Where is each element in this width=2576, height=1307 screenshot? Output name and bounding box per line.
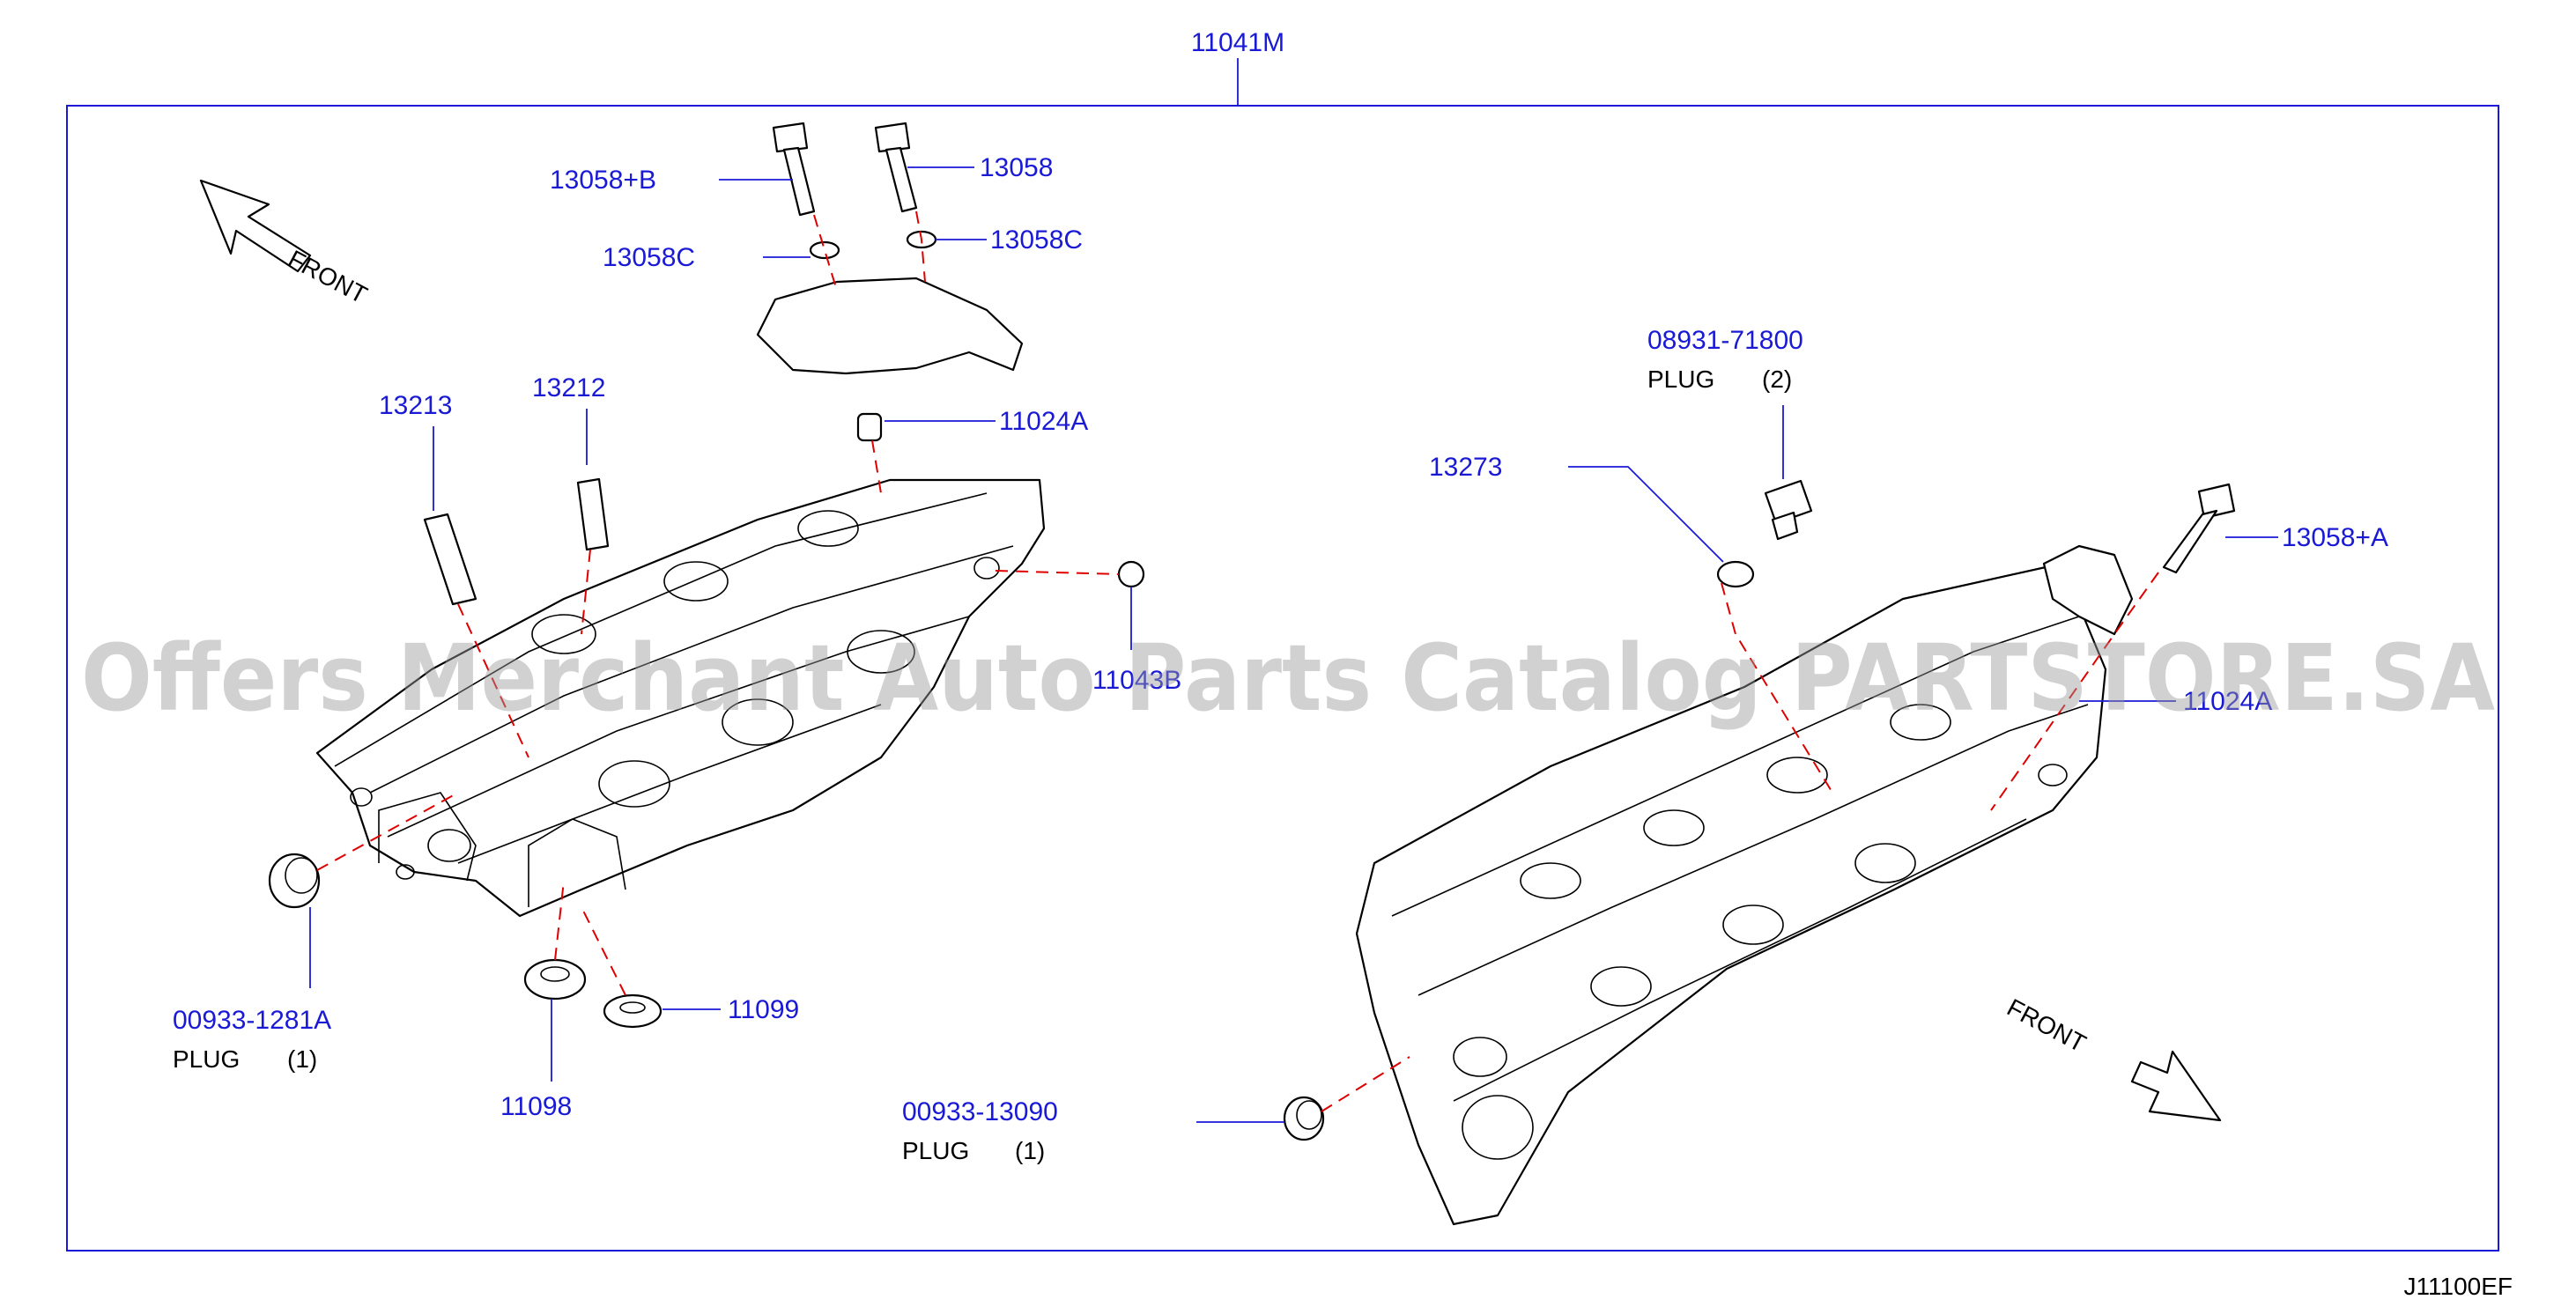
seal-11098 xyxy=(523,958,587,1001)
diagram-code: J11100EF xyxy=(2404,1273,2513,1300)
label-13058[interactable]: 13058 xyxy=(980,153,1053,182)
label-08931-71800[interactable]: 08931-71800 xyxy=(1647,326,1803,355)
label-13058C-left[interactable]: 13058C xyxy=(603,243,695,272)
cylinder-head-right xyxy=(1355,562,2107,1226)
washer-13058C-left xyxy=(809,240,840,260)
plug-00933-1281A-left xyxy=(268,853,321,909)
label-11099[interactable]: 11099 xyxy=(728,995,799,1024)
watermark: Offers Merchant Auto Parts Catalog PARTS… xyxy=(81,624,2495,732)
label-00933-13090[interactable]: 00933-13090 xyxy=(902,1097,1058,1126)
washer-13273 xyxy=(1716,560,1755,588)
plug-11043B xyxy=(1117,560,1145,588)
bolt-13058B xyxy=(772,122,816,217)
label-13213[interactable]: 13213 xyxy=(379,391,452,420)
label-00933-1281A[interactable]: 00933-1281A xyxy=(173,1006,331,1035)
label-13212[interactable]: 13212 xyxy=(532,373,605,402)
assembly-number-label[interactable]: 11041M xyxy=(1191,28,1284,57)
assembly-frame xyxy=(66,105,2499,1252)
label-00933-13090-plug: PLUG xyxy=(902,1137,969,1164)
label-00933-13090-qty: (1) xyxy=(1015,1137,1045,1164)
tube-13213 xyxy=(423,513,477,606)
bracket-right xyxy=(2042,544,2134,636)
label-11024A-right[interactable]: 11024A xyxy=(2183,687,2272,716)
bracket-left xyxy=(756,277,1024,375)
label-08931-71800-qty: (2) xyxy=(1762,366,1792,393)
label-13273[interactable]: 13273 xyxy=(1429,453,1502,482)
plug-08931-71800 xyxy=(1764,479,1813,541)
label-13058A[interactable]: 13058+A xyxy=(2282,523,2388,552)
label-11024A-left[interactable]: 11024A xyxy=(999,407,1088,436)
label-11098[interactable]: 11098 xyxy=(500,1092,572,1121)
front-label-left: FRONT xyxy=(284,245,372,309)
label-08931-71800-plug: PLUG xyxy=(1647,366,1714,393)
bolt-13058 xyxy=(874,122,918,213)
cylinder-head-left xyxy=(315,478,1046,918)
dowel-11024A-left xyxy=(856,412,883,442)
bolt-13058A xyxy=(2162,483,2236,574)
label-00933-1281A-qty: (1) xyxy=(287,1045,317,1073)
label-00933-1281A-plug: PLUG xyxy=(173,1045,240,1073)
label-11043B[interactable]: 11043B xyxy=(1092,666,1181,695)
front-arrow-right: FRONT xyxy=(2002,993,2222,1122)
plug-00933-13090-right xyxy=(1283,1096,1325,1141)
front-arrow-left: FRONT xyxy=(199,179,372,309)
tube-13212 xyxy=(576,477,610,551)
label-13058B[interactable]: 13058+B xyxy=(550,166,656,195)
seal-11099 xyxy=(603,993,663,1029)
label-13058C-right[interactable]: 13058C xyxy=(990,225,1083,255)
front-label-right: FRONT xyxy=(2002,993,2091,1058)
